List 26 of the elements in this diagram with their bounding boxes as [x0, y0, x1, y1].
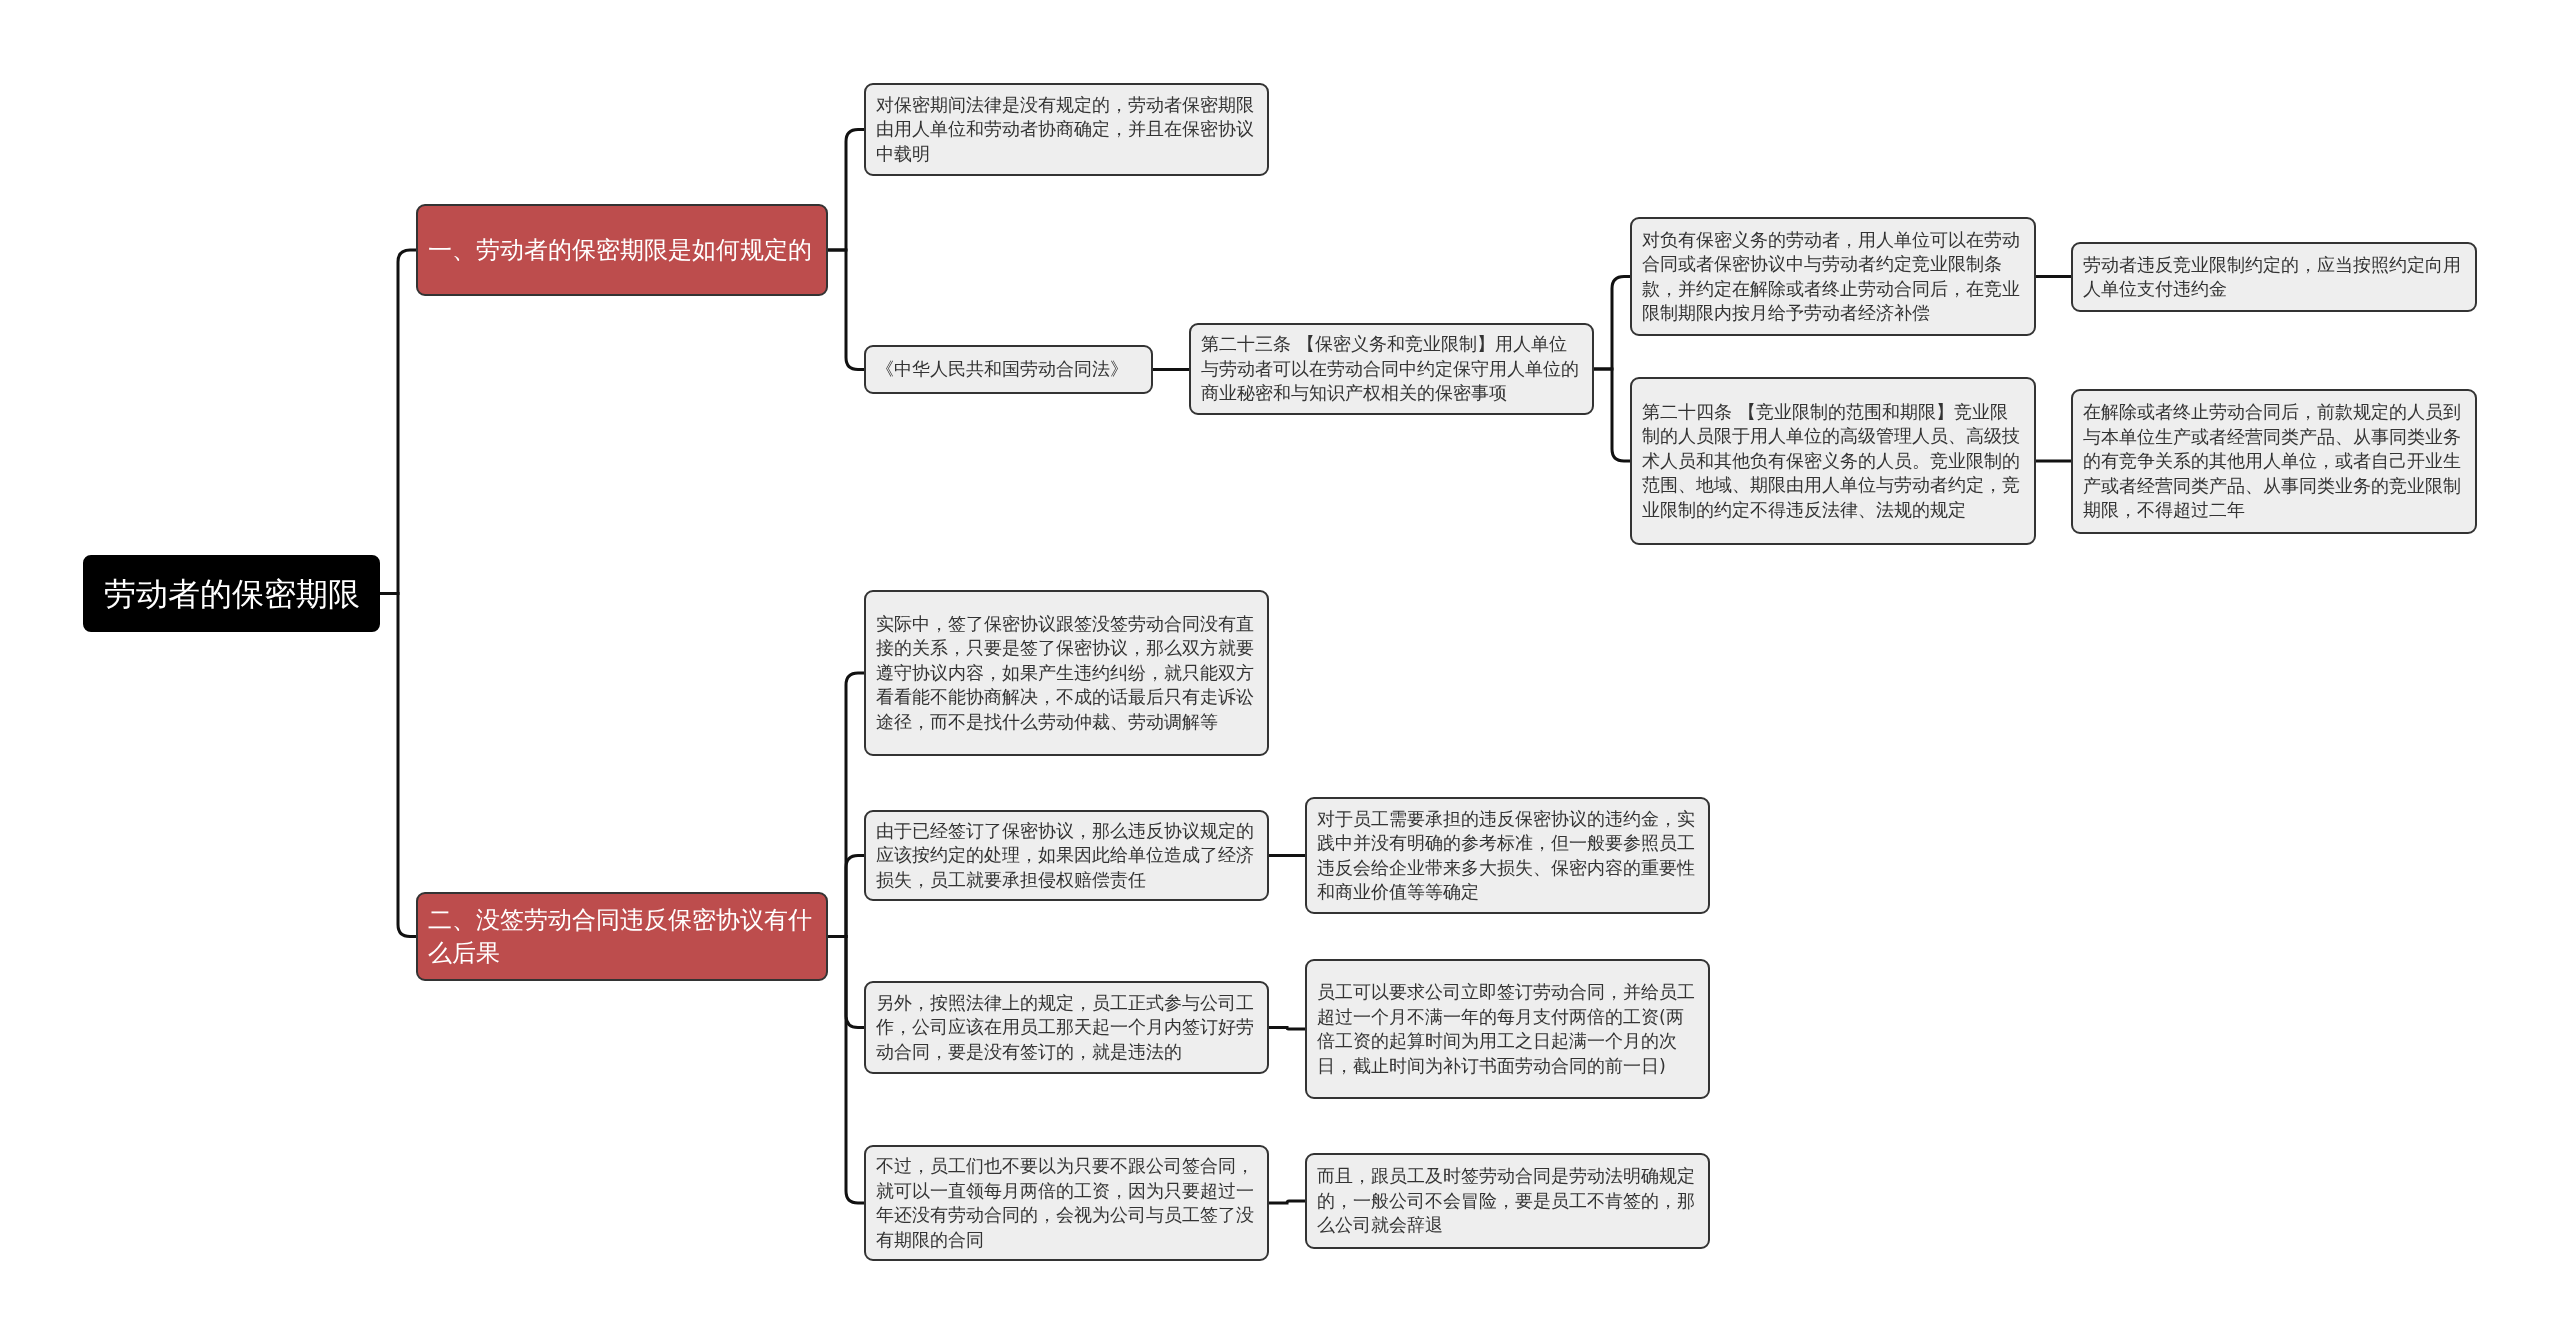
connector-line — [1269, 1199, 1305, 1205]
topic-box: 而且，跟员工及时签劳动合同是劳动法明确规定的，一般公司不会冒险，要是员工不肯签的，那么公司就会辞退 — [1305, 1153, 1710, 1249]
connector-line — [2036, 459, 2071, 463]
connector-line — [1269, 1026, 1305, 1031]
connector-line — [1269, 854, 1305, 857]
topic-box: 第二十四条 【竞业限制的范围和期限】竞业限制的人员限于用人单位的高级管理人员、高级技术人员和其他负有保密义务的人员。竞业限制的范围、地域、期限由用人单位与劳动者约定，竞业限制的约定不得违反法律、法规的规定 — [1630, 377, 2036, 545]
connector-line — [828, 248, 864, 371]
topic-box: 《中华人民共和国劳动合同法》 — [864, 345, 1153, 394]
topic-box: 第二十三条 【保密义务和竞业限制】用人单位与劳动者可以在劳动合同中约定保守用人单位的商业秘密和与知识产权相关的保密事项 — [1189, 323, 1594, 415]
connector-line — [1153, 368, 1189, 371]
topic-box: 不过，员工们也不要以为只要不跟公司签合同，就可以一直领每月两倍的工资，因为只要超过一年还没有劳动合同的，会视为公司与员工签了没有期限的合同 — [864, 1145, 1269, 1261]
topic-box: 在解除或者终止劳动合同后，前款规定的人员到与本单位生产或者经营同类产品、从事同类业务的有竞争关系的其他用人单位，或者自己开业生产或者经营同类产品、从事同类业务的竞业限制期限，不得超过二年 — [2071, 389, 2477, 534]
topic-box: 对保密期间法律是没有规定的，劳动者保密期限由用人单位和劳动者协商确定，并且在保密协议中载明 — [864, 83, 1269, 176]
main-topic-box: 一、劳动者的保密期限是如何规定的 — [416, 204, 828, 296]
central-topic-box: 劳动者的保密期限 — [83, 555, 380, 632]
topic-box: 对于员工需要承担的违反保密协议的违约金，实践中并没有明确的参考标准，但一般要参照员工违反会给企业带来多大损失、保密内容的重要性和商业价值等等确定 — [1305, 797, 1710, 914]
topic-box: 另外，按照法律上的规定，员工正式参与公司工作，公司应该在用员工那天起一个月内签订好劳动合同，要是没有签订的，就是违法的 — [864, 981, 1269, 1074]
connector-line — [2036, 275, 2071, 278]
topic-box: 实际中，签了保密协议跟签没签劳动合同没有直接的关系，只要是签了保密协议，那么双方就要遵守协议内容，如果产生违约纠纷，就只能双方看看能不能协商解决，不成的话最后只有走诉讼途径，而不是找什么劳动仲裁、劳动调解等 — [864, 590, 1269, 756]
main-topic-box: 二、没签劳动合同违反保密协议有什么后果 — [416, 892, 828, 981]
topic-box: 员工可以要求公司立即签订劳动合同，并给员工超过一个月不满一年的每月支付两倍的工资(两倍工资的起算时间为用工之日起满一个月的次日，截止时间为补订书面劳动合同的前一日) — [1305, 959, 1710, 1099]
topic-box: 对负有保密义务的劳动者，用人单位可以在劳动合同或者保密协议中与劳动者约定竞业限制条款，并约定在解除或者终止劳动合同后，在竞业限制期限内按月给予劳动者经济补偿 — [1630, 217, 2036, 336]
topic-box: 劳动者违反竞业限制约定的，应当按照约定向用人单位支付违约金 — [2071, 242, 2477, 312]
topic-box: 由于已经签订了保密协议，那么违反协议规定的应该按约定的处理，如果因此给单位造成了经济损失，员工就要承担侵权赔偿责任 — [864, 810, 1269, 901]
connector-line — [1594, 367, 1630, 463]
connector-line — [380, 592, 416, 938]
